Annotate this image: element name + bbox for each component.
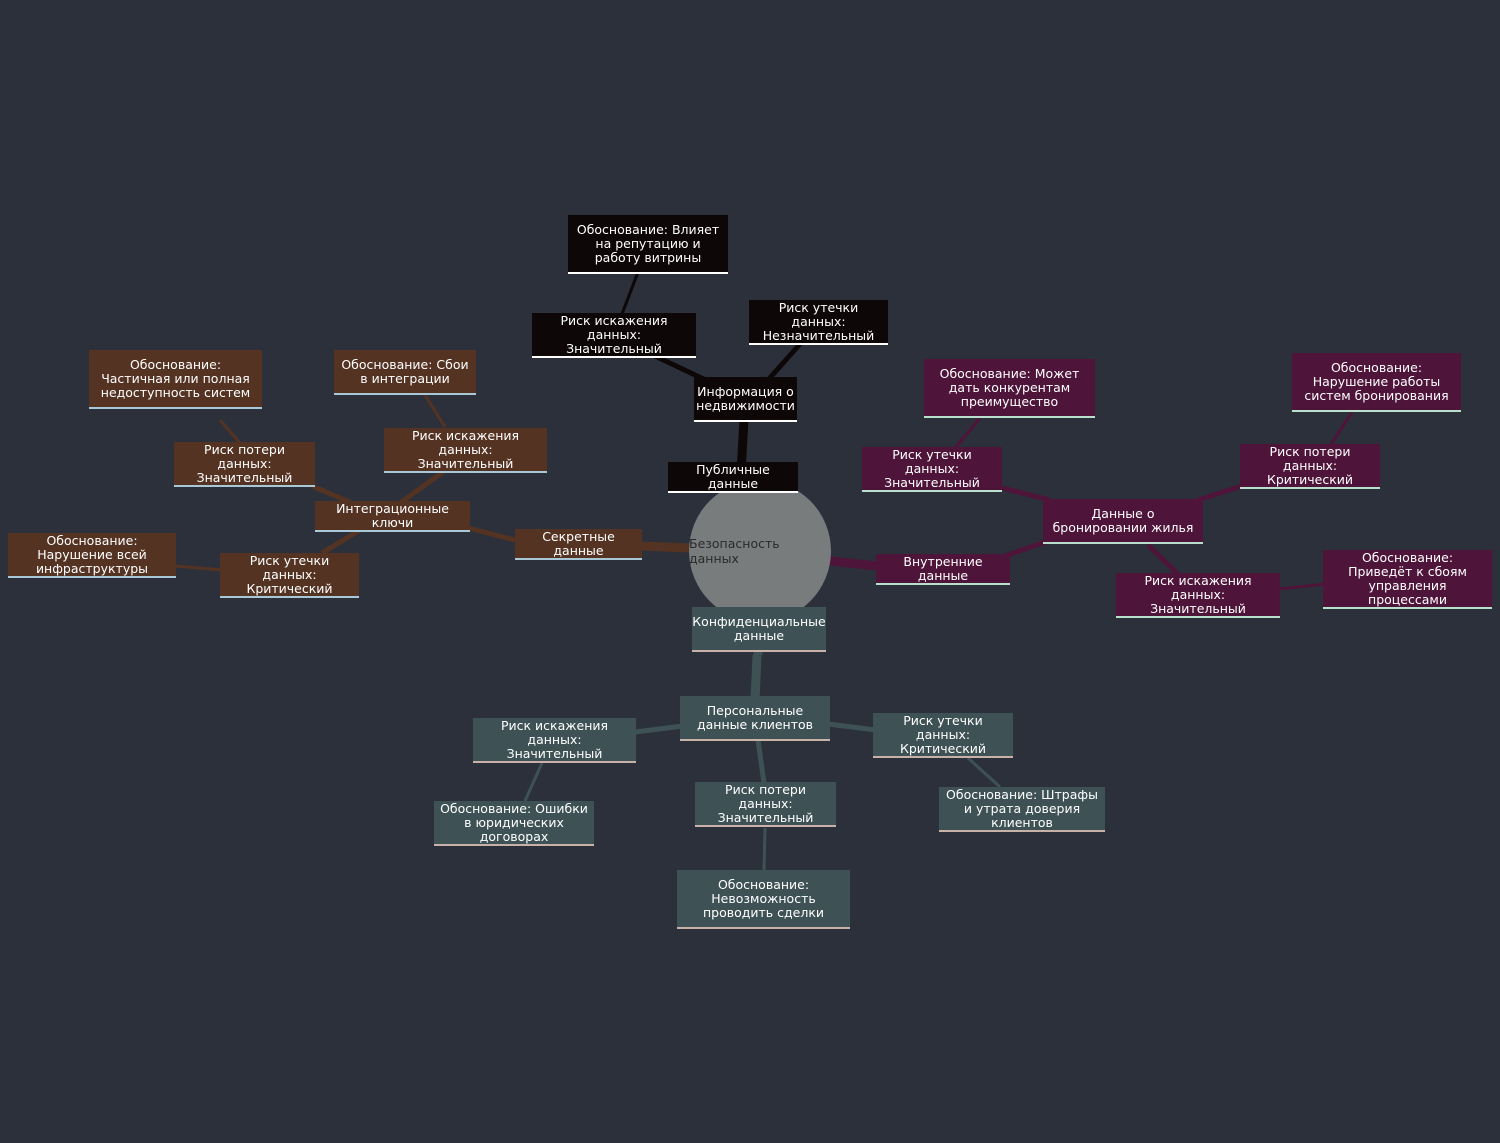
node-internal-loss-reason[interactable]: Обоснование: Нарушение работы систем бро…	[1292, 353, 1461, 412]
node-internal-leak-risk[interactable]: Риск утечки данных: Значительный	[862, 447, 1002, 492]
node-secret-distortion-reason[interactable]: Обоснование: Сбои в интеграции	[334, 350, 476, 395]
node-internal-loss-risk[interactable]: Риск потери данных: Критический	[1240, 444, 1380, 489]
node-conf-leak-risk[interactable]: Риск утечки данных: Критический	[873, 713, 1013, 758]
node-conf-loss-risk[interactable]: Риск потери данных: Значительный	[695, 782, 836, 827]
branch-public-data[interactable]: Публичные данные	[668, 462, 798, 493]
node-public-distortion-reason[interactable]: Обоснование: Влияет на репутацию и работ…	[568, 215, 728, 274]
node-internal-distortion-risk[interactable]: Риск искажения данных: Значительный	[1116, 573, 1280, 618]
branch-confidential-data[interactable]: Конфиденциальные данные	[692, 607, 826, 652]
node-public-leak-risk[interactable]: Риск утечки данных: Незначительный	[749, 300, 888, 345]
node-conf-distortion-reason[interactable]: Обоснование: Ошибки в юридических догово…	[434, 801, 594, 846]
node-client-personal-data[interactable]: Персональные данные клиентов	[680, 696, 830, 741]
node-secret-leak-risk[interactable]: Риск утечки данных: Критический	[220, 553, 359, 598]
node-conf-leak-reason[interactable]: Обоснование: Штрафы и утрата доверия кли…	[939, 787, 1105, 832]
node-conf-loss-reason[interactable]: Обоснование: Невозможность проводить сде…	[677, 870, 850, 929]
node-internal-distortion-reason[interactable]: Обоснование: Приведёт к сбоям управления…	[1323, 550, 1492, 609]
node-conf-distortion-risk[interactable]: Риск искажения данных: Значительный	[473, 718, 636, 763]
node-internal-leak-reason[interactable]: Обоснование: Может дать конкурентам преи…	[924, 359, 1095, 418]
node-booking-data[interactable]: Данные о бронировании жилья	[1043, 499, 1203, 544]
node-secret-loss-reason[interactable]: Обоснование: Частичная или полная недост…	[89, 350, 262, 409]
root-node[interactable]: Безопасность данных	[689, 480, 831, 622]
node-real-estate-info[interactable]: Информация о недвижимости	[694, 377, 797, 422]
node-secret-distortion-risk[interactable]: Риск искажения данных: Значительный	[384, 428, 547, 473]
node-secret-loss-risk[interactable]: Риск потери данных: Значительный	[174, 442, 315, 487]
node-public-distortion-risk[interactable]: Риск искажения данных: Значительный	[532, 313, 696, 358]
branch-secret-data[interactable]: Секретные данные	[515, 529, 642, 560]
node-integration-keys[interactable]: Интеграционные ключи	[315, 501, 470, 532]
branch-internal-data[interactable]: Внутренние данные	[876, 554, 1010, 585]
node-secret-leak-reason[interactable]: Обоснование: Нарушение всей инфраструкту…	[8, 533, 176, 578]
